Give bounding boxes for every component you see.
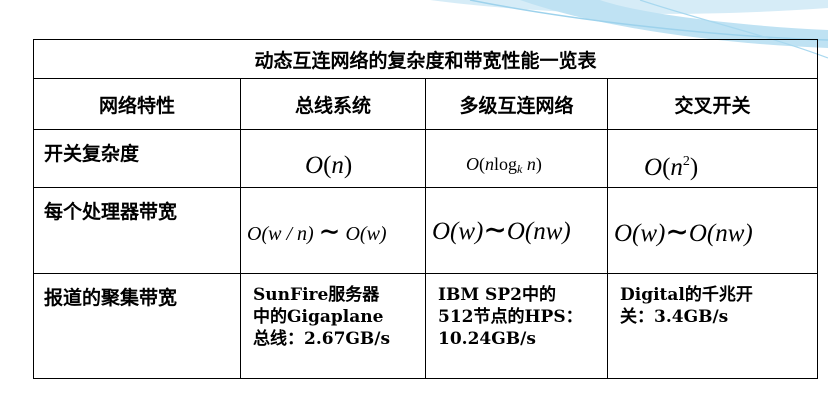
cell-multistage-complexity: O(nlogk n) [425,129,608,188]
cell-crossbar-complexity: O(n2) [606,129,819,188]
formula-bus-bandwidth: O(w / n) ∼ O(w) [247,217,387,246]
table-row: 开关复杂度 O(n) O(nlogk n) O(n2) [33,129,819,188]
formula-bus-complexity: O(n) [305,152,353,179]
formula-crossbar-complexity: O(n2) [644,154,699,181]
formula-multistage-bandwidth: O(w)∼O(nw) [432,215,571,246]
complexity-bandwidth-table: 动态互连网络的复杂度和带宽性能一览表 网络特性 总线系统 多级互连网络 交叉开关… [32,39,819,379]
row-label-switch-complexity: 开关复杂度 [33,129,241,188]
cell-bus-aggregate: SunFire服务器 中的Gigaplane 总线：2.67GB/s [240,273,426,379]
table-row: 报道的聚集带宽 SunFire服务器 中的Gigaplane 总线：2.67GB… [33,273,819,379]
header-crossbar-switch: 交叉开关 [606,78,819,130]
formula-crossbar-bandwidth: O(w)∼O(nw) [614,217,753,248]
cell-crossbar-bandwidth: O(w)∼O(nw) [606,187,819,274]
cell-crossbar-aggregate: Digital的千兆开 关：3.4GB/s [606,273,819,379]
cell-bus-complexity: O(n) [240,129,426,188]
header-multistage-network: 多级互连网络 [425,78,608,130]
cell-multistage-aggregate: IBM SP2中的 512节点的HPS： 10.24GB/s [425,273,608,379]
decorative-swoosh [430,0,828,59]
header-bus-system: 总线系统 [240,78,426,130]
cell-multistage-bandwidth: O(w)∼O(nw) [425,187,608,274]
row-label-per-processor-bandwidth: 每个处理器带宽 [33,187,241,274]
header-network-property: 网络特性 [33,78,241,130]
table-row: 每个处理器带宽 O(w / n) ∼ O(w) O(w)∼O(nw) O(w)∼… [33,187,819,274]
formula-multistage-complexity: O(nlogk n) [466,154,542,176]
cell-bus-bandwidth: O(w / n) ∼ O(w) [240,187,426,274]
row-label-aggregate-bandwidth: 报道的聚集带宽 [33,273,241,379]
table-title: 动态互连网络的复杂度和带宽性能一览表 [32,39,819,79]
